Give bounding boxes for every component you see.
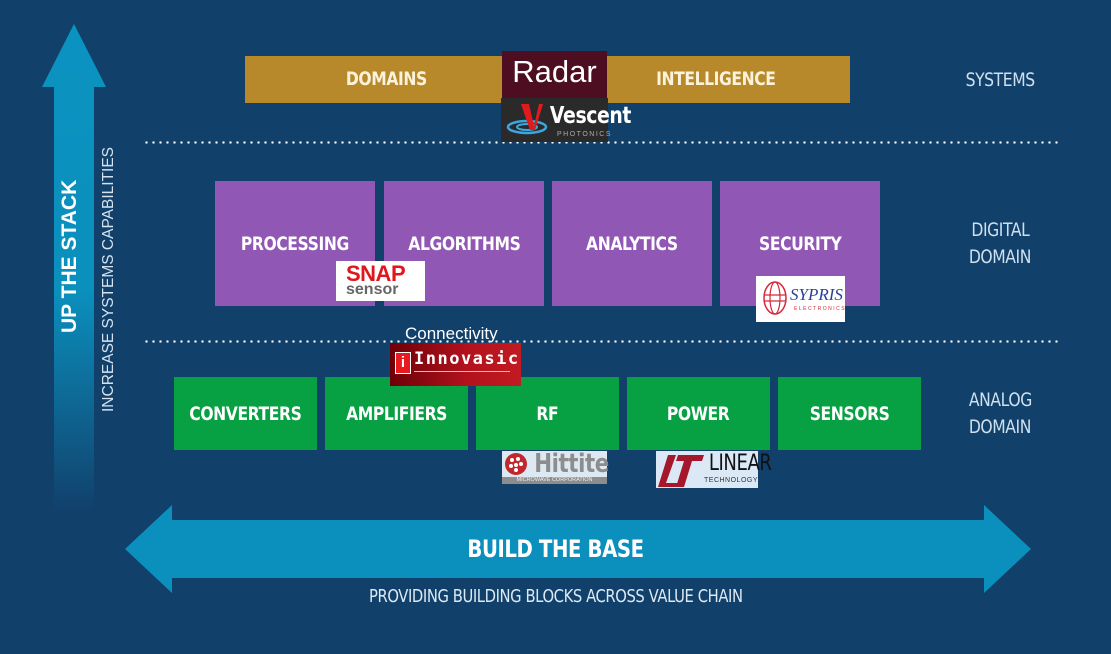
up-the-stack-label: UP THE STACK [58, 179, 81, 333]
linear-lt-icon [658, 455, 704, 487]
analytics-block: ANALYTICS [552, 181, 712, 306]
innovasic-name: Innovasic [414, 349, 520, 369]
linear-sub: TECHNOLOGY [704, 477, 759, 484]
digital-layer-label: DIGITAL DOMAIN [968, 219, 1032, 268]
converters-block: CONVERTERS [174, 377, 317, 450]
hittite-emblem-icon [505, 453, 527, 475]
build-the-base-label: BUILD THE BASE [467, 535, 644, 563]
systems-layer-label: SYSTEMS [965, 69, 1035, 91]
hittite-sub: MICROWAVE CORPORATION [502, 477, 607, 484]
power-block: POWER [627, 377, 770, 450]
vescent-photonics-logo: Vescent PHOTONICS [501, 98, 631, 142]
sypris-electronics-logo: SYPRIS ELECTRONICS [756, 276, 845, 322]
intelligence-label: INTELLIGENCE [656, 68, 776, 90]
build-the-base-arrow [125, 505, 1031, 593]
connectivity-label: Connectivity [405, 324, 498, 343]
sypris-globe-icon [763, 281, 787, 315]
sypris-sub: ELECTRONICS [794, 306, 847, 312]
sensors-block: SENSORS [778, 377, 921, 450]
increase-capabilities-label: INCREASE SYSTEMS CAPABILITIES [100, 146, 117, 412]
digital-analog-separator [143, 340, 1060, 343]
vescent-swoosh-icon [506, 104, 548, 135]
up-the-stack-arrow [42, 24, 106, 512]
snap-sensor-logo: SNAP sensor [336, 261, 425, 301]
value-chain-label: PROVIDING BUILDING BLOCKS ACROSS VALUE C… [368, 586, 743, 607]
linear-technology-logo: LINEAR TECHNOLOGY [656, 451, 772, 488]
radar-label: Radar [502, 51, 607, 99]
analog-layer-label: ANALOG DOMAIN [968, 389, 1032, 438]
rf-block: RF [476, 377, 619, 450]
hittite-name: Hittite [534, 449, 609, 479]
innovasic-logo: i Innovasic [390, 343, 521, 386]
hittite-logo: Hittite MICROWAVE CORPORATION [502, 449, 609, 484]
sypris-name: SYPRIS [790, 285, 843, 304]
innovasic-i-icon: i [395, 352, 411, 374]
innovasic-underline [414, 371, 510, 372]
vescent-sub: PHOTONICS [557, 131, 612, 138]
linear-name: LINEAR [708, 451, 772, 476]
systems-digital-separator [143, 141, 1060, 144]
sensor-text: sensor [346, 281, 399, 298]
vescent-name: Vescent [549, 103, 632, 129]
amplifiers-block: AMPLIFIERS [325, 377, 468, 450]
domains-label: DOMAINS [345, 68, 427, 90]
snap-text: SNAP [346, 261, 406, 286]
